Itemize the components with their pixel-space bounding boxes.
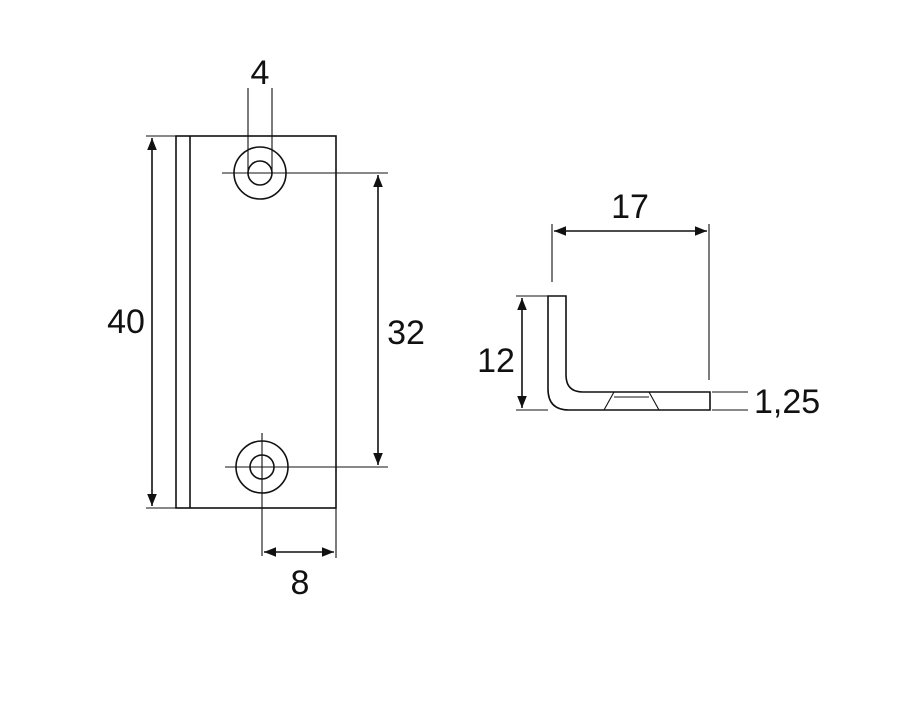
countersink-right [648, 391, 660, 411]
angle-profile [547, 295, 711, 411]
front-view: 4 40 32 8 [107, 54, 425, 602]
hole-width-label: 4 [251, 54, 270, 92]
total-height-label: 40 [107, 303, 145, 341]
hole-spacing-label: 32 [387, 314, 425, 352]
thickness-label: 1,25 [754, 383, 820, 421]
depth-label: 17 [611, 188, 649, 226]
edge-distance-label: 8 [291, 564, 310, 602]
side-view: 17 12 1,25 [477, 188, 820, 421]
plate-outline [175, 135, 337, 509]
countersink-left [603, 391, 615, 411]
side-height-label: 12 [477, 342, 515, 380]
